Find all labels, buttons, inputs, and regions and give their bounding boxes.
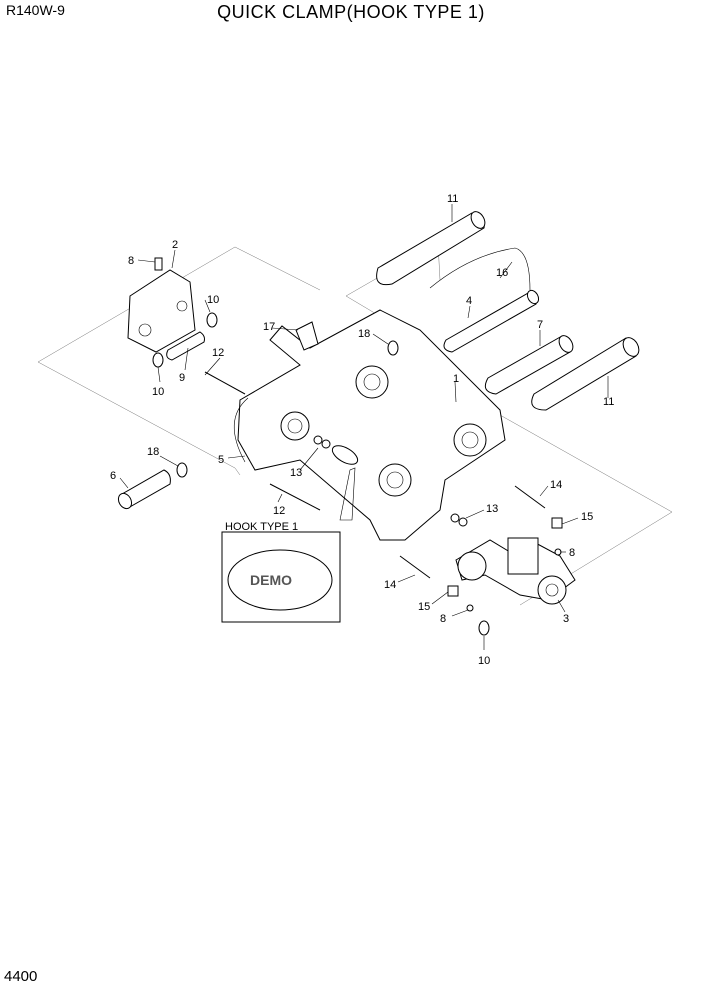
nuts-13-upper (313, 435, 331, 449)
clip-17 (295, 321, 319, 351)
fitting-15-lower (447, 585, 459, 597)
pin-4 (443, 289, 540, 353)
callout-15-lower: 15 (418, 601, 430, 613)
page-title: QUICK CLAMP(HOOK TYPE 1) (217, 2, 485, 22)
bolt-14-lower (399, 555, 431, 579)
bolt-14-upper (514, 485, 546, 509)
callout-18-lower: 18 (147, 446, 159, 458)
callout-4: 4 (466, 295, 472, 307)
callout-16: 16 (496, 267, 508, 279)
ring-10-lower (478, 620, 490, 636)
page-number: 4400 (4, 968, 38, 985)
nuts-13-lower (450, 513, 468, 527)
callout-3: 3 (563, 613, 569, 625)
inset-leader (339, 467, 356, 521)
callout-18-upper: 18 (358, 328, 370, 340)
callout-6: 6 (110, 470, 116, 482)
ring-10-left (152, 352, 164, 368)
callout-1: 1 (453, 373, 459, 385)
ring-18-upper (387, 340, 399, 356)
callout-11-upper: 11 (447, 193, 458, 205)
inset-logo-text: DEMO (250, 572, 292, 588)
callout-12-lower: 12 (273, 505, 285, 517)
pin-9 (166, 331, 205, 361)
callout-12-upper: 12 (212, 347, 224, 359)
frame-1 (237, 309, 506, 541)
bolt-12-lower (269, 483, 321, 511)
callout-8-lower: 8 (440, 613, 446, 625)
callouts: 11 2 8 16 4 10 17 18 7 12 9 1 10 11 18 5… (110, 193, 614, 667)
cable-16 (429, 247, 531, 291)
callout-10-lower: 10 (478, 655, 490, 667)
bolt-12-upper (204, 371, 246, 395)
callout-2: 2 (172, 239, 178, 251)
callout-10-left: 10 (152, 386, 164, 398)
pin-6 (117, 469, 171, 510)
callout-17: 17 (263, 321, 275, 333)
callout-14-lower: 14 (384, 579, 396, 591)
model-code: R140W-9 (6, 2, 65, 18)
callout-8-right: 8 (569, 547, 575, 559)
callout-11-lower: 11 (603, 396, 614, 408)
callout-7: 7 (537, 319, 543, 331)
pin-11-lower (531, 337, 640, 411)
cylinder-3 (455, 537, 576, 605)
callout-5: 5 (218, 454, 224, 466)
fitting-8-lower (466, 604, 474, 612)
pin-7 (484, 335, 574, 395)
ring-18-lower (176, 462, 188, 478)
callout-10-upper: 10 (207, 294, 219, 306)
callout-13-lower: 13 (486, 503, 498, 515)
bracket-2 (127, 257, 196, 353)
pin-11-upper (376, 211, 486, 286)
fitting-15-upper (551, 517, 563, 529)
leader-lines (119, 204, 609, 650)
callout-15-upper: 15 (581, 511, 593, 523)
wire-5 (233, 397, 249, 463)
callout-8-upper: 8 (128, 255, 134, 267)
inset-hook-type-1: DEMO HOOK TYPE 1 (221, 521, 341, 623)
inset-label: HOOK TYPE 1 (225, 521, 298, 533)
callout-14-upper: 14 (550, 479, 562, 491)
callout-13-upper: 13 (290, 467, 302, 479)
ring-10-upper (206, 312, 218, 328)
callout-9: 9 (179, 372, 185, 384)
